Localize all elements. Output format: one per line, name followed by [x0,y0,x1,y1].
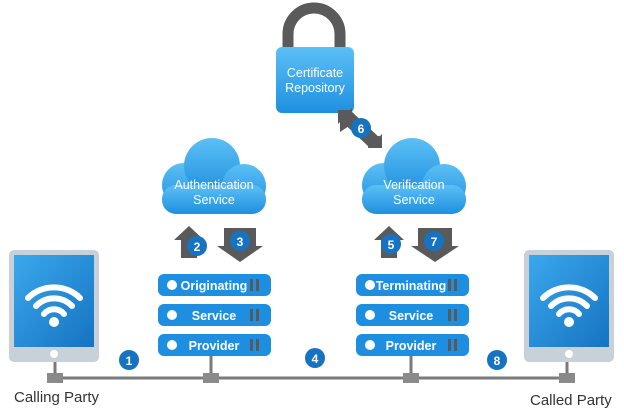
cloud-icon [362,138,466,214]
calling-party-label: Calling Party [14,389,100,406]
certificate-label-line2: Repository [285,81,345,95]
server-label: Terminating [376,279,447,293]
called-party-label: Called Party [530,392,612,409]
tablet-wifi-icon [524,250,614,362]
certificate-label-line1: Certificate [287,66,343,80]
server-row-provider: Provider [158,334,271,356]
step-8-badge: 8 [487,350,507,370]
server-row-service: Service [158,304,271,326]
step-badge: 5 [388,238,395,252]
step-badge: 8 [494,354,501,368]
server-label: Service [192,309,237,323]
server-label: Provider [189,339,240,353]
originating-provider-stack: Originating Service Provider [158,274,271,356]
step-badge: 6 [358,122,365,136]
auth-label-line1: Authentication [174,178,253,192]
padlock-icon [276,2,354,113]
step-5-arrow-up: 5 [374,226,404,258]
server-label: Originating [181,279,248,293]
step-badge: 3 [237,235,244,249]
step-badge: 7 [431,235,438,249]
step-3-arrow-down: 3 [217,228,263,262]
verif-label-line1: Verification [383,178,444,192]
network-line [47,355,575,383]
certificate-repository: Certificate Repository [276,2,354,113]
server-row-service: Service [356,304,469,326]
step-badge: 1 [126,354,133,368]
step-4-badge: 4 [305,348,325,368]
cloud-icon [162,138,266,214]
terminating-provider-stack: Terminating Service Provider [356,274,469,356]
verif-label-line2: Service [393,193,435,207]
step-badge: 4 [312,352,319,366]
step-1-badge: 1 [119,350,139,370]
step-2-arrow-up: 2 [174,226,207,258]
called-party-device: Called Party [524,250,614,409]
calling-party-device: Calling Party [9,250,100,406]
verification-service: Verification Service [362,138,466,214]
tablet-wifi-icon [9,250,99,362]
server-label: Provider [386,339,437,353]
auth-label-line2: Service [193,193,235,207]
server-row-originating: Originating [158,274,271,296]
server-row-terminating: Terminating [356,274,469,296]
step-badge: 2 [194,240,201,254]
authentication-service: Authentication Service [162,138,266,214]
server-label: Service [389,309,434,323]
step-7-arrow-down: 7 [411,228,459,262]
server-row-provider: Provider [356,334,469,356]
step-6-double-arrow: 6 [338,108,382,149]
